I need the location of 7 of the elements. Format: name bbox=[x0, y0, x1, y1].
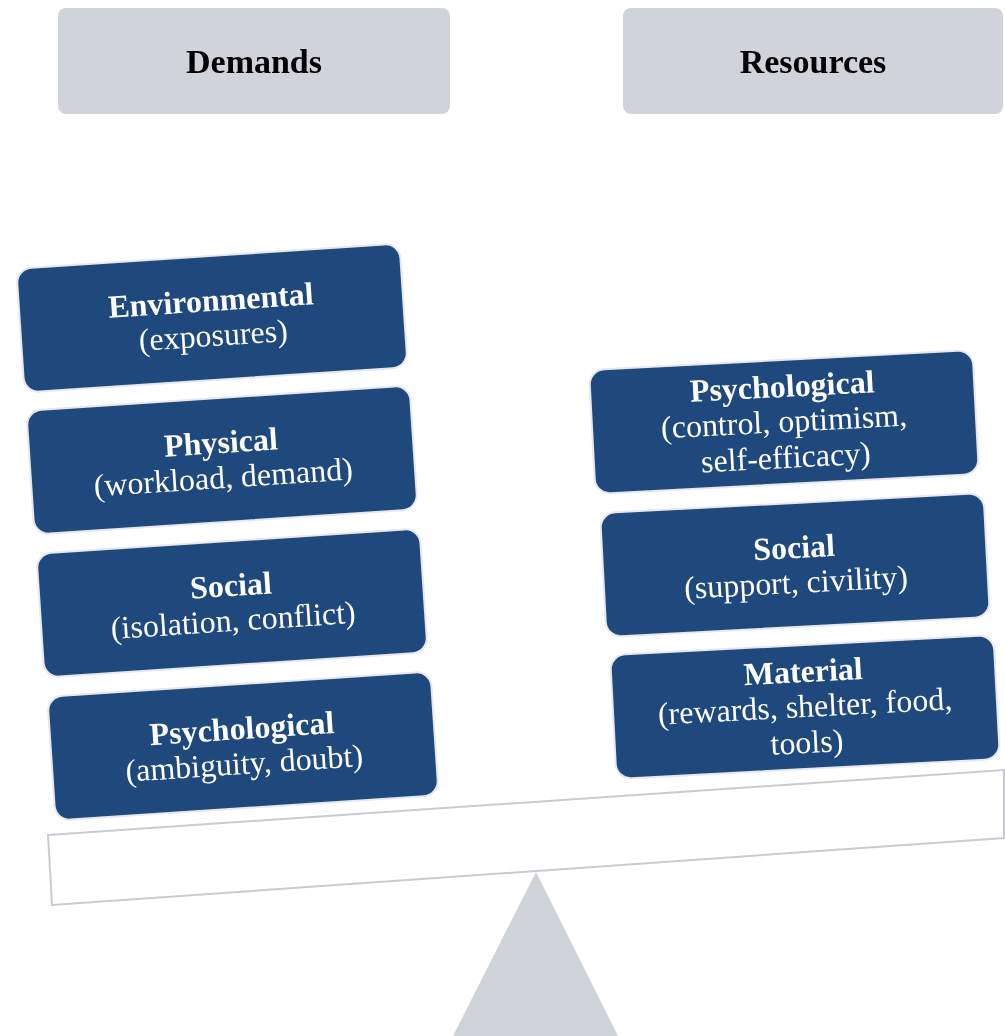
header-text: Demands bbox=[186, 41, 322, 82]
card-title: Material bbox=[742, 651, 864, 693]
header-box bbox=[58, 8, 450, 114]
card-title: Social bbox=[752, 527, 836, 567]
header-text: Resources bbox=[739, 41, 887, 82]
card-title: Social bbox=[188, 565, 273, 606]
header-box bbox=[623, 8, 1003, 114]
